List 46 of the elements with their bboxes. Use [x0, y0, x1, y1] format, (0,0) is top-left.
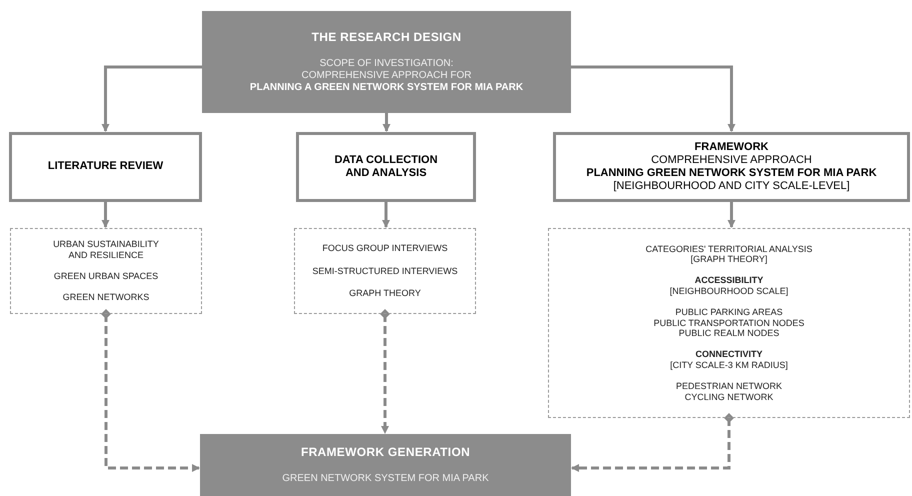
- body-text: PUBLIC REALM NODES: [678, 328, 780, 340]
- heading-text: THE RESEARCH DESIGN: [312, 30, 462, 44]
- process-box: [202, 11, 571, 113]
- heading-text: PLANNING GREEN NETWORK SYSTEM FOR MIA PARK: [586, 167, 877, 180]
- body-text: GREEN NETWORKS: [62, 292, 150, 303]
- process-box: [200, 434, 571, 496]
- body-text: SEMI-STRUCTURED INTERVIEWS: [312, 266, 458, 276]
- heading-text: DATA COLLECTION AND ANALYSIS: [333, 154, 439, 180]
- body-text: SCOPE OF INVESTIGATION:: [320, 58, 454, 70]
- body-text: GREEN URBAN SPACES: [52, 271, 160, 282]
- heading-text: FRAMEWORK GENERATION: [300, 444, 470, 460]
- list-box: [548, 228, 910, 418]
- body-text: FOCUS GROUP INTERVIEWS: [322, 242, 448, 254]
- body-text: CATEGORIES' TERRITORIAL ANALYSIS: [646, 244, 812, 254]
- body-text: [NEIGHBOURHOOD SCALE]: [670, 286, 788, 297]
- body-text: COMPREHENSIVE APPROACH FOR: [301, 70, 472, 82]
- body-text: GREEN NETWORK SYSTEM FOR MIA PARK: [282, 473, 489, 486]
- body-text: CYCLING NETWORK: [684, 392, 774, 402]
- arrow: [102, 202, 110, 228]
- heading-text: ACCESSIBILITY: [694, 275, 764, 286]
- dashed-arrow: [380, 309, 390, 434]
- body-text: PEDESTRIAN NETWORK: [676, 380, 782, 392]
- process-box: [9, 132, 202, 202]
- body-text: GRAPH THEORY: [349, 288, 421, 300]
- heading-text: PLANNING A GREEN NETWORK SYSTEM FOR MIA PARK: [250, 82, 524, 94]
- arrow: [382, 113, 390, 132]
- heading-text: FRAMEWORK: [694, 140, 768, 154]
- body-text: COMPREHENSIVE APPROACH: [651, 154, 812, 167]
- list-box: [10, 228, 202, 314]
- arrow: [571, 66, 736, 132]
- body-text: URBAN SUSTAINABILITY AND RESILIENCE: [52, 239, 160, 261]
- heading-text: LITERATURE REVIEW: [46, 160, 164, 174]
- list-box: [294, 228, 476, 314]
- arrow: [382, 202, 390, 228]
- body-text: [CITY SCALE-3 KM RADIUS]: [670, 360, 788, 371]
- body-text: PUBLIC PARKING AREAS: [675, 306, 783, 318]
- dashed-arrow: [101, 309, 200, 472]
- process-box: [296, 132, 476, 202]
- body-text: [NEIGHBOURHOOD AND CITY SCALE-LEVEL]: [613, 180, 850, 194]
- body-text: [GRAPH THEORY]: [690, 254, 768, 266]
- arrow: [102, 66, 202, 132]
- dashed-arrow: [571, 413, 734, 472]
- heading-text: CONNECTIVITY: [695, 349, 762, 360]
- arrow: [728, 202, 736, 228]
- body-text: PUBLIC TRANSPORTATION NODES: [654, 318, 804, 328]
- process-box: [553, 132, 910, 202]
